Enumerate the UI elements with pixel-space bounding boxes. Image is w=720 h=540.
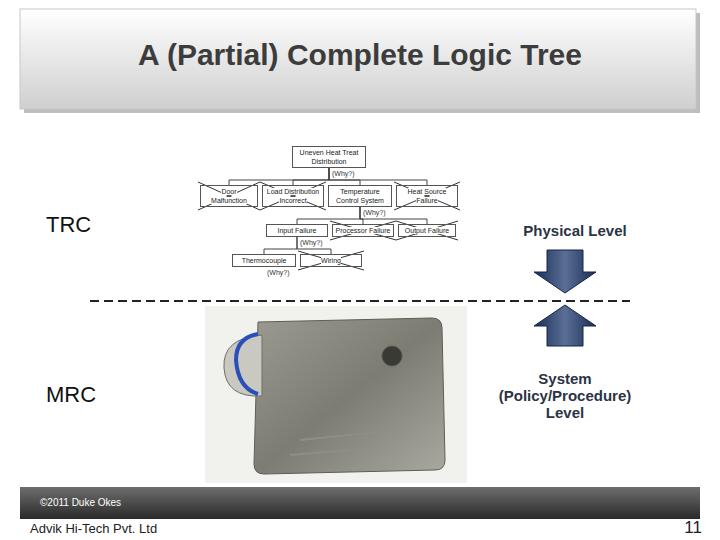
- level-name: Physical Level: [505, 222, 645, 239]
- why-note: (Why?): [332, 169, 355, 178]
- cross-stroke: [394, 182, 460, 210]
- down-arrow: [534, 250, 596, 293]
- cause-text: Input Failure: [278, 227, 317, 234]
- mounting-hole: [382, 346, 402, 366]
- level-divider: [90, 300, 630, 302]
- cause-box: Wiring: [300, 254, 362, 267]
- cross-stroke: [298, 251, 364, 270]
- company-note: Advik Hi-Tech Pvt. Ltd: [30, 521, 157, 536]
- cross-stroke: [394, 182, 460, 210]
- cross-stroke: [396, 221, 458, 240]
- tree-connector: [293, 168, 329, 185]
- rejected-mark: [394, 182, 460, 210]
- level-name: System (Policy/Procedure) Level: [490, 370, 640, 421]
- why-note: (Why?): [267, 268, 290, 277]
- cross-stroke: [396, 221, 458, 240]
- root-cause-tag: TRC: [46, 212, 91, 238]
- cross-stroke: [298, 251, 364, 270]
- rejected-mark: [298, 251, 364, 270]
- cross-stroke: [198, 182, 260, 210]
- cross-stroke: [260, 182, 326, 210]
- page-number: 11: [672, 518, 702, 538]
- cross-stroke: [198, 182, 260, 210]
- root-cause-tag: MRC: [46, 382, 96, 408]
- tree-connector: [264, 237, 297, 254]
- up-arrow: [534, 305, 596, 346]
- cause-text: Load Distribution Incorrect: [267, 188, 320, 204]
- cause-text: Wiring: [321, 257, 341, 264]
- cause-text: Output Failure: [405, 227, 449, 234]
- rejected-mark: [396, 221, 458, 240]
- rejected-mark: [260, 182, 326, 210]
- cause-box: Uneven Heat Treat Distribution: [292, 146, 366, 168]
- footer-bar: [20, 487, 700, 519]
- tree-connector: [297, 207, 360, 224]
- cause-text: Temperature Control System: [336, 188, 384, 204]
- plate-scratches: [290, 432, 380, 455]
- cause-box: Temperature Control System: [328, 185, 392, 207]
- tree-connector: [229, 168, 329, 185]
- cause-box: Output Failure: [398, 224, 456, 237]
- cause-box: Door Malfunction: [200, 185, 258, 207]
- cause-text: Heat Source Failure: [408, 188, 447, 204]
- cross-stroke: [330, 221, 396, 240]
- cross-stroke: [330, 221, 396, 240]
- cause-box: Processor Failure: [332, 224, 394, 237]
- cause-box: Heat Source Failure: [396, 185, 458, 207]
- photo-ground: [205, 306, 467, 483]
- rejected-mark: [198, 182, 260, 210]
- cause-text: Processor Failure: [336, 227, 391, 234]
- copyright-note: ©2011 Duke Okes: [40, 497, 121, 508]
- tree-connector: [329, 168, 360, 185]
- tree-connector: [297, 237, 331, 254]
- rejected-mark: [330, 221, 396, 240]
- cause-box: Input Failure: [266, 224, 328, 237]
- cause-text: Thermocouple: [242, 257, 287, 264]
- cause-box: Thermocouple: [232, 254, 296, 267]
- thermocouple-plate: [254, 318, 445, 474]
- slide-title: A (Partial) Complete Logic Tree: [0, 38, 720, 72]
- why-note: (Why?): [300, 238, 323, 247]
- cross-stroke: [260, 182, 326, 210]
- tree-connector: [329, 168, 427, 185]
- why-note: (Why?): [363, 208, 386, 217]
- blue-mark: [236, 334, 258, 394]
- cause-box: Load Distribution Incorrect: [262, 185, 324, 207]
- thermocouple-tab: [224, 335, 262, 396]
- cause-text: Uneven Heat Treat Distribution: [300, 149, 359, 165]
- cause-text: Door Malfunction: [211, 188, 247, 204]
